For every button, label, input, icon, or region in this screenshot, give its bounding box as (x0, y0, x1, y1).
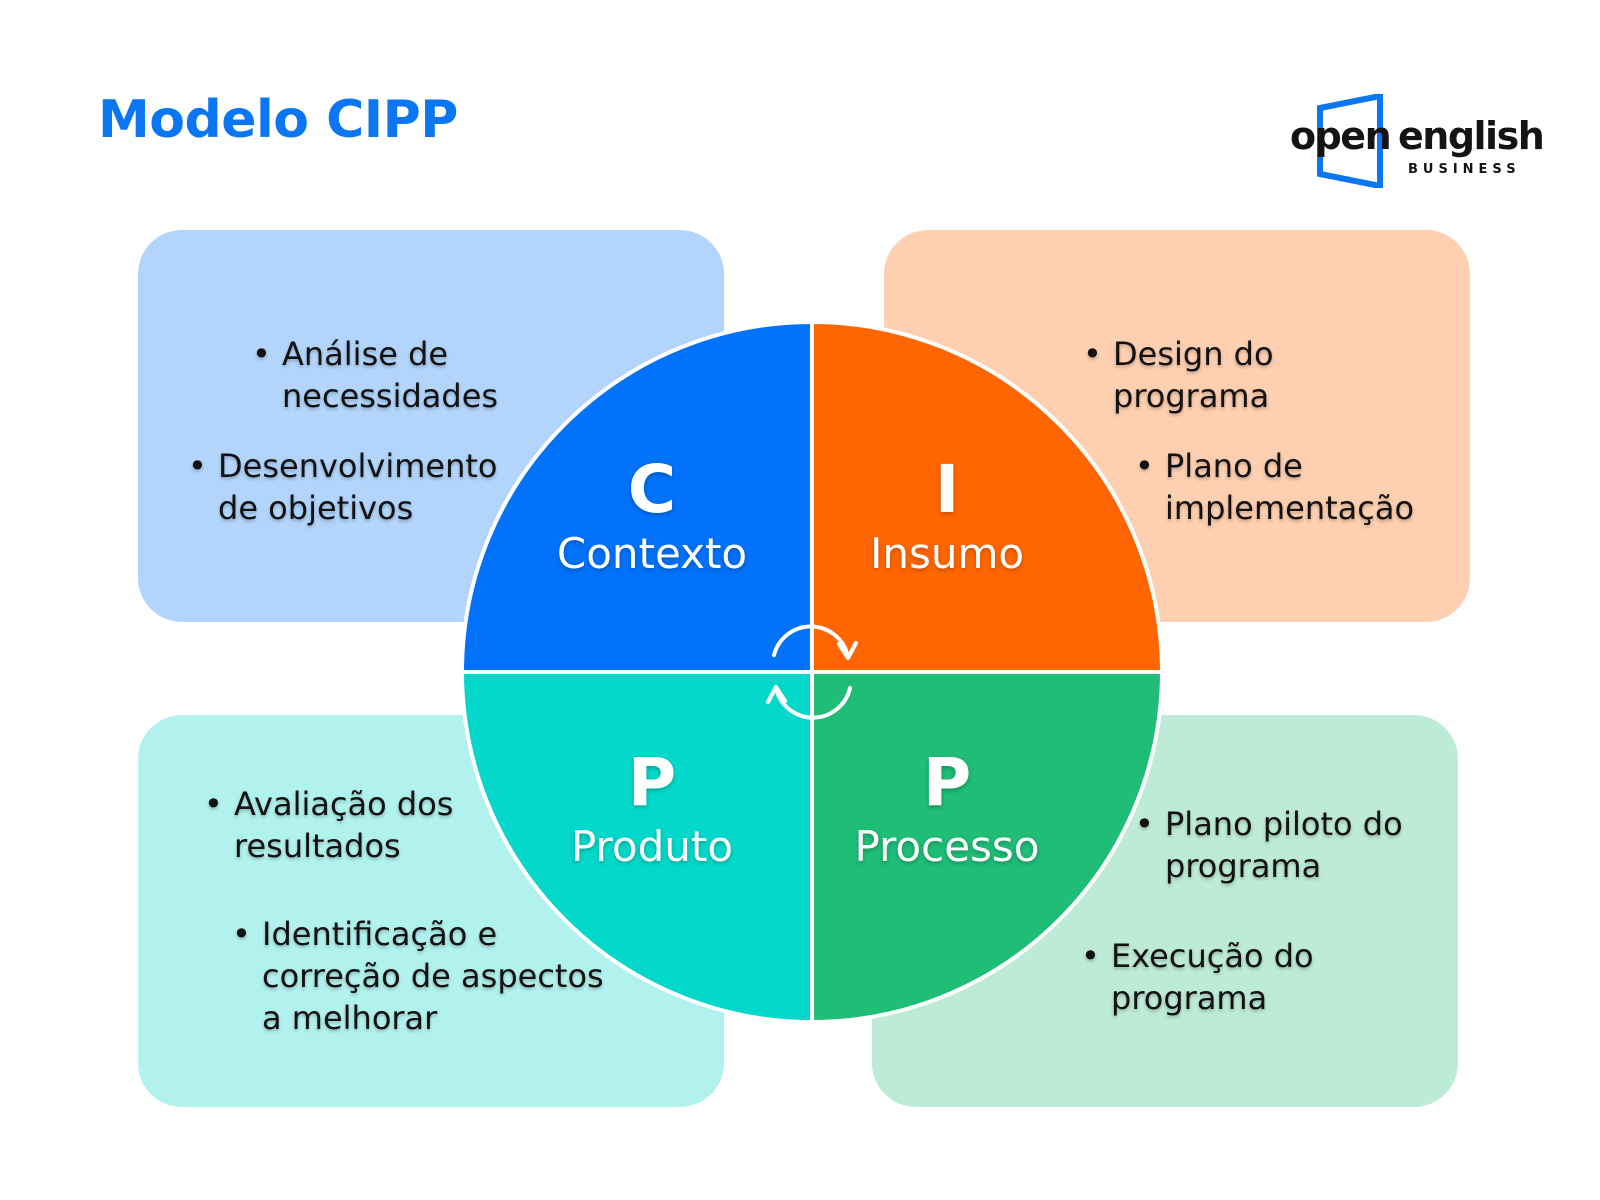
insumo-bullet-1: • Design do programa (1083, 335, 1274, 415)
processo-label-group: P Processo (787, 747, 1107, 873)
page-title: Modelo CIPP (98, 90, 458, 150)
produto-letter: P (627, 744, 677, 821)
processo-letter: P (922, 744, 972, 821)
bullet-dot-icon: • (232, 915, 251, 953)
contexto-bullet-2: • Desenvolvimento de objetivos (188, 447, 498, 527)
contexto-bullet-1: • Análise de necessidades (252, 335, 499, 415)
logo-frame-icon (1317, 94, 1383, 188)
processo-label: Processo (854, 822, 1040, 871)
produto-label-group: P Produto (492, 747, 812, 873)
insumo-bullet-2: • Plano de implementação (1135, 447, 1415, 527)
bullet-dot-icon: • (204, 785, 223, 823)
bullet-dot-icon: • (1135, 447, 1154, 485)
bullet-dot-icon: • (1081, 937, 1100, 975)
logo-word-english: english (1398, 114, 1545, 158)
bullet-dot-icon: • (252, 335, 271, 373)
cycle-arrows-icon (766, 624, 858, 720)
open-english-logo: open english BUSINESS (1290, 92, 1545, 188)
bullet-dot-icon: • (188, 447, 207, 485)
insumo-quadrant (810, 319, 1165, 674)
insumo-letter: I (934, 451, 960, 528)
logo-word-open: open (1290, 114, 1392, 158)
processo-bullet-1: • Plano piloto do programa (1135, 805, 1403, 885)
produto-quadrant (459, 670, 814, 1025)
produto-label: Produto (570, 822, 734, 871)
contexto-label-group: C Contexto (492, 454, 812, 580)
insumo-label: Insumo (869, 529, 1025, 578)
contexto-quadrant (459, 319, 814, 674)
logo-subtitle: BUSINESS (1408, 162, 1521, 177)
bullet-dot-icon: • (1083, 335, 1102, 373)
contexto-letter: C (627, 451, 677, 528)
cipp-circle-graphic (459, 319, 1165, 1025)
produto-bullet-2: • Identificação e correção de aspectos a… (232, 915, 604, 1037)
insumo-label-group: I Insumo (787, 454, 1107, 580)
processo-bullet-2: • Execução do programa (1081, 937, 1314, 1017)
processo-quadrant (810, 670, 1165, 1025)
cipp-circle: C Contexto I Insumo P Produto P Processo (459, 319, 1165, 1025)
bullet-dot-icon: • (1135, 805, 1154, 843)
produto-bullet-1: • Avaliação dos resultados (204, 785, 454, 865)
contexto-label: Contexto (556, 529, 748, 578)
